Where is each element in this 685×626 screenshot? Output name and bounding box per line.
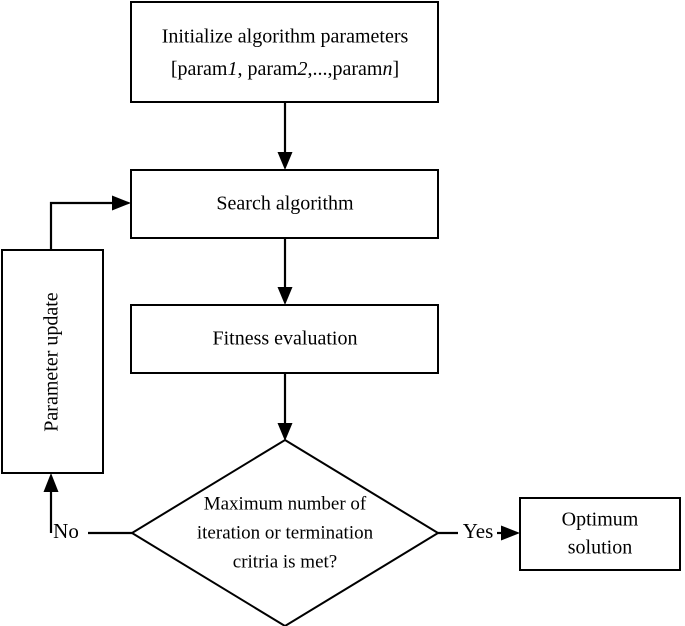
arrow-head-icon [501, 525, 520, 541]
node-decision-line3: critria is met? [233, 551, 337, 572]
node-search-algorithm-label: Search algorithm [216, 193, 354, 215]
edge-decision-no-to-parameter-update [43, 473, 132, 535]
node-optimum-solution-line1: Optimum [562, 509, 639, 531]
edge-initialize-to-search [277, 102, 293, 170]
decision-diamond-shape [130, 438, 440, 626]
param-index-1: 1 [228, 58, 238, 80]
node-decision-line1: Maximum number of [204, 493, 367, 514]
edge-fitness-to-decision [277, 372, 293, 441]
node-fitness-evaluation[interactable]: Fitness evaluation [130, 304, 439, 374]
edge-parameter-update-to-search [49, 195, 131, 250]
node-fitness-evaluation-label: Fitness evaluation [213, 328, 358, 350]
node-optimum-solution[interactable]: Optimum solution [519, 497, 681, 571]
param-suffix: ] [392, 58, 399, 80]
node-decision-termination-criteria[interactable]: Maximum number of iteration or terminati… [130, 438, 440, 626]
edge-search-to-fitness [277, 238, 293, 305]
arrow-head-icon [43, 473, 59, 492]
node-search-algorithm[interactable]: Search algorithm [130, 169, 439, 239]
arrow-head-icon [112, 195, 131, 211]
arrow-head-icon [277, 287, 293, 305]
param-mid-1: , param [238, 58, 298, 80]
node-initialize-algorithm-parameters[interactable]: Initialize algorithm parameters [param1,… [130, 1, 439, 103]
param-index-2: 2 [297, 58, 307, 80]
node-parameter-update-label: Parameter update [41, 292, 63, 431]
node-initialize-line2: [param1, param2,...,paramn] [171, 58, 399, 80]
param-mid-2: ,...,param [307, 58, 382, 80]
edge-label-no: No [53, 519, 79, 543]
node-initialize-line1: Initialize algorithm parameters [162, 26, 409, 48]
arrow-head-icon [277, 423, 293, 441]
edge-label-yes: Yes [463, 519, 494, 543]
node-parameter-update[interactable]: Parameter update [1, 249, 104, 474]
node-decision-line2: iteration or termination [197, 522, 374, 543]
edge-decision-yes-to-optimum [438, 525, 520, 541]
param-index-n: n [382, 58, 392, 80]
param-prefix: [param [171, 58, 228, 80]
arrow-head-icon [277, 152, 293, 170]
node-optimum-solution-line2: solution [568, 537, 632, 559]
